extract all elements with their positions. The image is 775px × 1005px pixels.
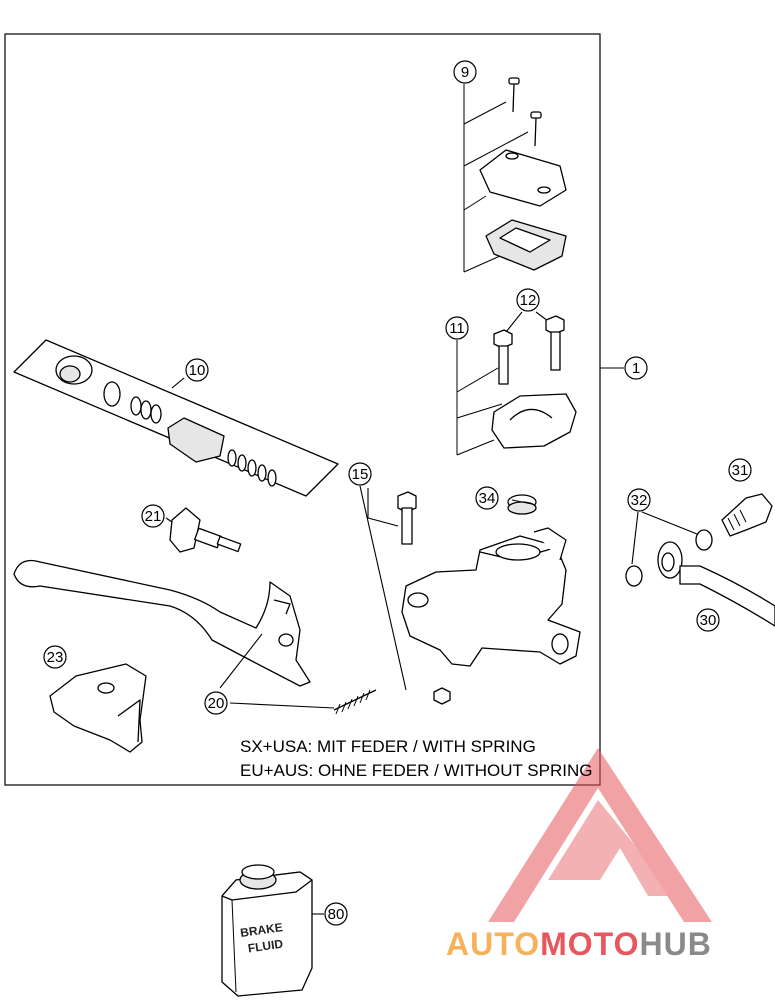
note-line-1: SX+USA: MIT FEDER / WITH SPRING [240,737,536,756]
svg-text:15: 15 [352,466,369,483]
callout-21: 21 [141,504,165,528]
part-21-adjuster [165,507,242,553]
watermark-auto: AUTO [446,926,540,962]
callout-30: 30 [696,608,720,632]
svg-text:10: 10 [189,362,206,379]
callout-9: 9 [453,60,477,84]
svg-text:23: 23 [47,649,64,666]
svg-text:20: 20 [208,695,225,712]
watermark-hub: HUB [639,926,711,962]
callout-34: 34 [475,486,499,510]
part-15-pin [359,485,451,705]
can-label-line1: BRAKE [239,920,283,940]
part-30-32-hose [625,493,775,627]
part-10-piston-kit [13,339,339,497]
svg-text:11: 11 [449,320,465,337]
callout-23: 23 [43,645,67,669]
watermark-text: AUTOMOTOHUB [446,926,712,962]
part-80-brake-fluid-can [221,864,324,997]
svg-text:1: 1 [632,360,640,377]
part-34-cap [507,494,537,515]
watermark-logo [488,748,712,922]
callout-20: 20 [204,691,228,715]
svg-text:32: 32 [631,492,648,509]
assembly-frame [4,33,601,786]
master-cylinder-body [401,527,581,667]
svg-text:30: 30 [700,612,717,629]
svg-text:80: 80 [328,906,345,923]
part-11-12-clamp [456,311,577,456]
svg-text:34: 34 [479,490,496,507]
svg-text:21: 21 [145,508,162,525]
svg-text:9: 9 [461,64,469,81]
svg-text:31: 31 [732,462,749,479]
callout-80: 80 [324,902,348,926]
callout-1: 1 [624,356,648,380]
svg-text:12: 12 [520,292,537,309]
watermark-moto: MOTO [540,926,639,962]
part-20-brake-lever [13,559,377,715]
callout-10: 10 [185,358,209,382]
can-label-line2: FLUID [247,937,284,956]
callout-11: 11 [445,316,469,340]
callout-15: 15 [348,462,372,486]
note-line-2: EU+AUS: OHNE FEDER / WITHOUT SPRING [240,761,592,780]
callout-31: 31 [728,458,752,482]
part-9-reservoir-cover [463,77,567,273]
callout-32: 32 [627,488,651,512]
callout-12: 12 [516,288,540,312]
part-23-lever-guard [49,663,147,753]
